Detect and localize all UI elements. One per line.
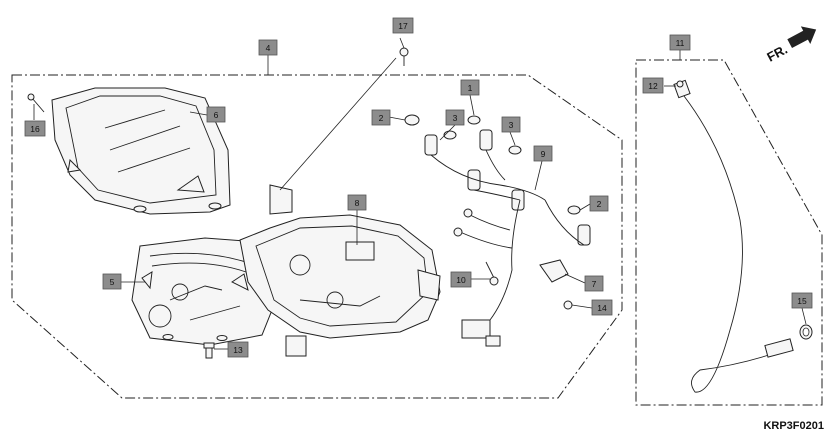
callout-3-right: 3 [501,116,521,133]
callout-3-left: 3 [445,109,465,126]
callout-14: 14 [591,299,613,316]
svg-text:17: 17 [398,21,408,31]
svg-text:11: 11 [676,38,685,48]
leader-lines [33,37,807,350]
svg-text:4: 4 [266,43,271,53]
svg-text:8: 8 [355,198,360,208]
direction-label: FR. [764,42,790,65]
screw-12-part [676,80,684,88]
svg-text:2: 2 [379,113,384,123]
svg-text:12: 12 [648,81,658,91]
svg-text:6: 6 [214,110,219,120]
callout-4: 4 [258,39,278,56]
screw-17-part [399,47,409,66]
screw-14-part [563,300,573,310]
callout-13: 13 [227,341,249,358]
callout-15: 15 [791,292,813,309]
callout-16: 16 [24,120,46,137]
svg-text:13: 13 [233,345,243,355]
clamp-part [539,259,569,283]
callout-11: 11 [669,34,691,51]
callout-12: 12 [642,77,664,94]
svg-text:9: 9 [541,149,546,159]
svg-text:7: 7 [592,279,597,289]
bulb-sockets-part [404,114,591,246]
svg-text:5: 5 [110,277,115,287]
diagram-code: KRP3F0201 [763,420,824,432]
callout-2-left: 2 [371,109,391,126]
front-direction-arrow: FR. [764,26,817,65]
callout-1: 1 [460,79,480,96]
svg-text:1: 1 [468,83,473,93]
svg-text:14: 14 [597,303,607,313]
svg-text:10: 10 [456,275,466,285]
assembly-boundary-meter [11,74,623,399]
svg-text:2: 2 [597,199,602,209]
screw-16-part [27,93,45,113]
callout-7: 7 [584,275,604,292]
svg-text:15: 15 [797,296,807,306]
meter-case-part [239,184,441,357]
callout-10: 10 [450,271,472,288]
callout-5: 5 [102,273,122,290]
o-ring-part [799,324,813,340]
svg-text:3: 3 [509,120,514,130]
bolt-10-part [485,261,499,286]
meter-cover-part [51,87,231,215]
meter-panel-part [131,237,273,346]
svg-text:3: 3 [453,113,458,123]
callout-17: 17 [392,17,414,34]
callout-8: 8 [347,194,367,211]
callout-2-right: 2 [589,195,609,212]
callout-6: 6 [206,106,226,123]
callout-9: 9 [533,145,553,162]
wire-harness-part [430,149,585,347]
speedometer-cable-part [673,79,794,393]
svg-text:16: 16 [30,124,40,134]
screw-13-part [203,342,215,359]
assembly-boundary-cable [635,59,823,406]
